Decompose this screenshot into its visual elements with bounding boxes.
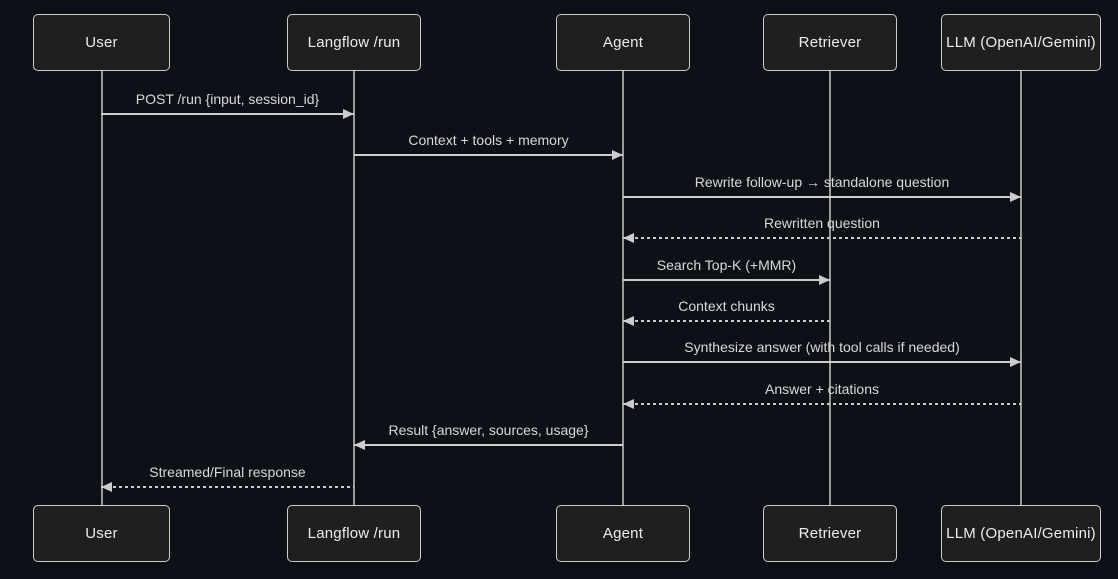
lifeline-llm <box>1020 71 1022 506</box>
lifeline-retriever <box>829 71 831 506</box>
message-label: Rewrite follow-up → standalone question <box>694 174 950 190</box>
message-line <box>623 403 1021 405</box>
actor-label: Langflow /run <box>307 525 401 542</box>
message-line <box>623 237 1021 239</box>
actor-bottom-retriever: Retriever <box>763 505 897 562</box>
arrowhead-right-icon <box>343 108 354 119</box>
message-line <box>101 486 354 488</box>
arrowhead-left-icon <box>354 439 365 450</box>
actor-label: Agent <box>602 34 644 51</box>
actor-top-retriever: Retriever <box>763 14 897 71</box>
arrowhead-right-icon <box>1010 356 1021 367</box>
actor-label: User <box>85 34 118 51</box>
arrowhead-right-icon <box>1010 191 1021 202</box>
actor-bottom-agent: Agent <box>556 505 690 562</box>
arrowhead-left-icon <box>623 398 634 409</box>
arrowhead-left-icon <box>101 481 112 492</box>
actor-label: Retriever <box>798 525 862 542</box>
actor-label: LLM (OpenAI/Gemini) <box>946 525 1096 542</box>
lifeline-user <box>101 71 103 506</box>
lifeline-langflow <box>353 71 355 506</box>
arrowhead-left-icon <box>623 232 634 243</box>
arrowhead-right-icon <box>819 274 830 285</box>
message-label: POST /run {input, session_id} <box>135 91 320 107</box>
message-line <box>623 196 1021 198</box>
actor-top-user: User <box>33 14 170 71</box>
message-label: Result {answer, sources, usage} <box>388 422 589 438</box>
actor-label: User <box>85 525 118 542</box>
actor-label: Agent <box>602 525 644 542</box>
message-line <box>623 279 830 281</box>
message-line <box>354 154 623 156</box>
actor-bottom-llm: LLM (OpenAI/Gemini) <box>941 505 1101 562</box>
actor-bottom-langflow: Langflow /run <box>287 505 421 562</box>
actor-label: Langflow /run <box>307 34 401 51</box>
message-label: Streamed/Final response <box>149 464 306 480</box>
actor-top-agent: Agent <box>556 14 690 71</box>
message-label: Context + tools + memory <box>408 132 569 148</box>
message-label: Synthesize answer (with tool calls if ne… <box>684 339 960 355</box>
lifeline-agent <box>622 71 624 506</box>
message-line <box>623 320 830 322</box>
message-line <box>623 361 1021 363</box>
message-label: Search Top-K (+MMR) <box>656 257 797 273</box>
actor-label: Retriever <box>798 34 862 51</box>
actor-label: LLM (OpenAI/Gemini) <box>946 34 1096 51</box>
message-label: Answer + citations <box>765 381 879 397</box>
arrowhead-left-icon <box>623 315 634 326</box>
actor-bottom-user: User <box>33 505 170 562</box>
actor-top-llm: LLM (OpenAI/Gemini) <box>941 14 1101 71</box>
message-line <box>354 444 623 446</box>
arrowhead-right-icon <box>612 149 623 160</box>
message-label: Rewritten question <box>764 215 880 231</box>
message-label: Context chunks <box>678 298 775 314</box>
message-line <box>101 113 354 115</box>
actor-top-langflow: Langflow /run <box>287 14 421 71</box>
